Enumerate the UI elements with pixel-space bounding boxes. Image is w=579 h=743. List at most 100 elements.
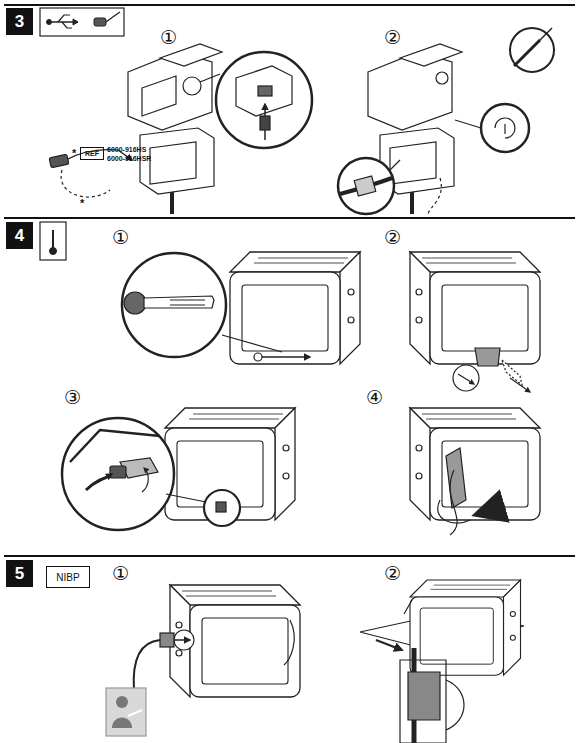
probe-connect — [98, 474, 112, 482]
callout-number: ③ — [64, 388, 81, 407]
stand-mount-2 — [400, 44, 462, 66]
section-rules — [4, 5, 575, 556]
nibp-connect — [106, 688, 146, 736]
probe-insert — [222, 335, 282, 352]
stand-basket — [376, 640, 402, 650]
thermometer-icon — [50, 248, 57, 255]
usb-icon-box — [47, 20, 52, 25]
usb-icon-box — [106, 12, 120, 22]
section-rules — [4, 555, 575, 557]
stand-basket — [410, 580, 521, 675]
stand-mount-2 — [428, 178, 441, 214]
probe-insert — [170, 304, 205, 305]
stand-mount-2 — [514, 40, 540, 66]
stand-mount-1 — [216, 52, 312, 148]
probe-connect — [110, 466, 126, 478]
section-number: 4 — [6, 222, 33, 249]
stand-mount-1 — [49, 44, 312, 214]
holster-remove — [458, 374, 474, 384]
node-text: REF — [85, 150, 99, 157]
stand-mount-2 — [390, 160, 400, 170]
holster-remove — [475, 348, 500, 366]
stand-mount-2 — [354, 176, 376, 196]
stand-mount-1 — [49, 154, 69, 168]
stand-basket — [360, 580, 524, 743]
nibp-box: NIBP — [46, 566, 90, 588]
probe-connect — [62, 408, 295, 530]
callout-number: ② — [384, 564, 401, 583]
stand-mount-1 — [183, 77, 201, 95]
probe-insert — [262, 356, 310, 358]
stand-mount-2 — [504, 124, 505, 134]
holster-install — [410, 408, 540, 535]
probe-connect — [70, 430, 160, 462]
nibp-connect — [170, 585, 300, 697]
stand-basket — [446, 680, 464, 730]
probe-insert — [144, 296, 214, 308]
holster-remove — [510, 378, 530, 392]
nibp-connect — [284, 620, 294, 665]
ref-box: REF — [80, 147, 104, 160]
nibp-connect — [128, 710, 142, 716]
probe-insert — [254, 353, 262, 361]
node-text: 3 — [15, 12, 24, 32]
probe-insert — [230, 252, 360, 364]
holster-install — [478, 506, 505, 514]
thermometer-icon — [40, 222, 66, 260]
nibp-connect — [106, 585, 300, 736]
probe-insert — [122, 253, 226, 357]
stand-mount-1 — [236, 66, 292, 116]
nibp-connect — [134, 640, 160, 690]
probe-connect — [166, 494, 206, 502]
part-number: 6000-916HS — [107, 146, 146, 153]
thermometer-icon — [52, 230, 54, 249]
stand-mount-2 — [368, 52, 452, 130]
stand-mount-2 — [510, 28, 554, 72]
stand-mount-2 — [338, 158, 394, 214]
stand-mount-2 — [338, 28, 554, 214]
probe-connect — [204, 490, 240, 526]
holster-remove — [410, 252, 540, 364]
note-marker: * — [80, 198, 84, 209]
section-number: 5 — [6, 560, 33, 587]
probe-connect — [142, 468, 148, 492]
callout-number: ① — [112, 564, 129, 583]
stand-mount-2 — [436, 72, 448, 84]
callout-number: ① — [112, 228, 129, 247]
holster-install — [410, 408, 540, 520]
node-text: 4 — [15, 226, 24, 246]
probe-insert — [124, 292, 146, 314]
stand-basket — [408, 672, 440, 720]
stand-mount-1 — [200, 74, 220, 82]
callout-number: ① — [160, 28, 177, 47]
stand-mount-2 — [538, 28, 552, 42]
holster-install — [438, 500, 470, 523]
holster-install — [446, 448, 466, 508]
stand-mount-1 — [61, 170, 110, 197]
probe-insert — [170, 299, 205, 300]
probe-connect — [216, 502, 226, 512]
probe-insert — [122, 252, 360, 364]
usb-icon-box — [40, 8, 124, 36]
stand-basket — [404, 600, 412, 614]
holster-remove — [502, 360, 522, 385]
stand-mount-2 — [495, 118, 515, 138]
usb-icon-box — [94, 18, 106, 26]
callout-number: ② — [384, 28, 401, 47]
section-rules — [4, 4, 575, 6]
stand-mount-1 — [142, 76, 176, 116]
callout-number: ④ — [366, 388, 383, 407]
thermometer-icon — [40, 222, 66, 260]
node-text: NIBP — [56, 572, 79, 583]
stand-basket — [400, 660, 446, 743]
nibp-connect — [116, 696, 128, 708]
stand-mount-1 — [160, 44, 222, 66]
nibp-connect — [174, 639, 190, 641]
stand-mount-2 — [390, 142, 436, 184]
holster-remove — [410, 252, 540, 392]
stand-mount-1 — [260, 116, 270, 130]
holster-remove — [453, 365, 479, 391]
section-number: 3 — [6, 8, 33, 35]
